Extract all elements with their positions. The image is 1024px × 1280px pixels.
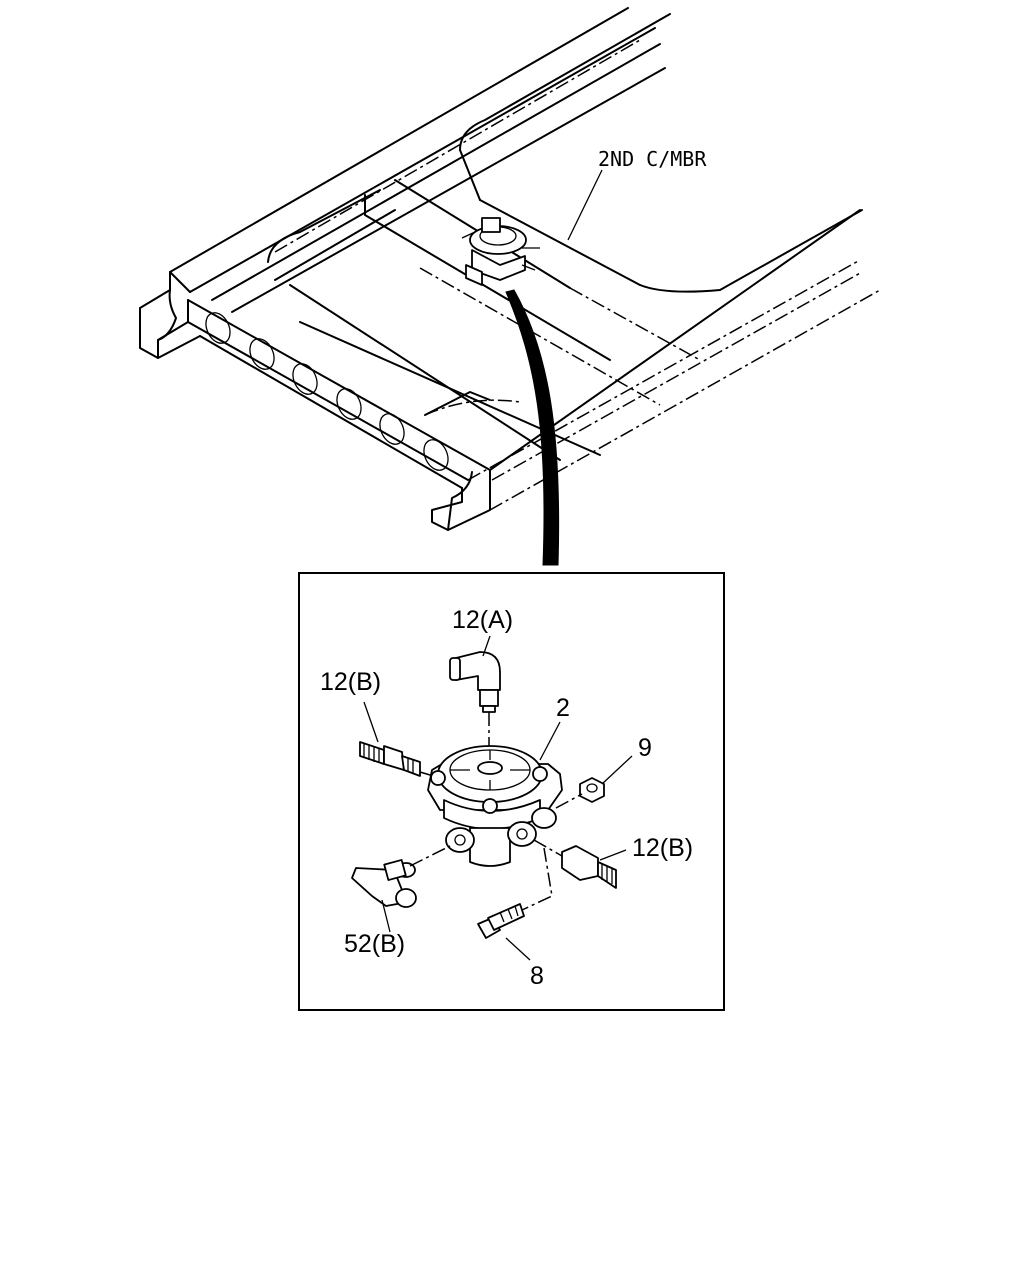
left-nipple-fitting [359, 741, 421, 777]
label-12b-right: 12(B) [632, 834, 693, 862]
label-52b: 52(B) [344, 930, 405, 958]
tee-fitting [351, 859, 417, 908]
frame-member-label: 2ND C/MBR [598, 147, 707, 171]
bolt [477, 903, 525, 939]
label-12a: 12(A) [452, 606, 513, 634]
label-9: 9 [638, 734, 652, 762]
label-8: 8 [530, 962, 544, 990]
elbow-fitting [449, 651, 501, 713]
relay-valve [427, 745, 563, 867]
right-nipple-fitting [561, 845, 617, 889]
nut [579, 777, 605, 803]
valve-location-marker [461, 217, 540, 286]
detail-frame [298, 572, 725, 1011]
label-12b-left: 12(B) [320, 668, 381, 696]
detail-pointer [505, 289, 560, 566]
label-2: 2 [556, 694, 570, 722]
frame-leader-line [567, 169, 603, 241]
